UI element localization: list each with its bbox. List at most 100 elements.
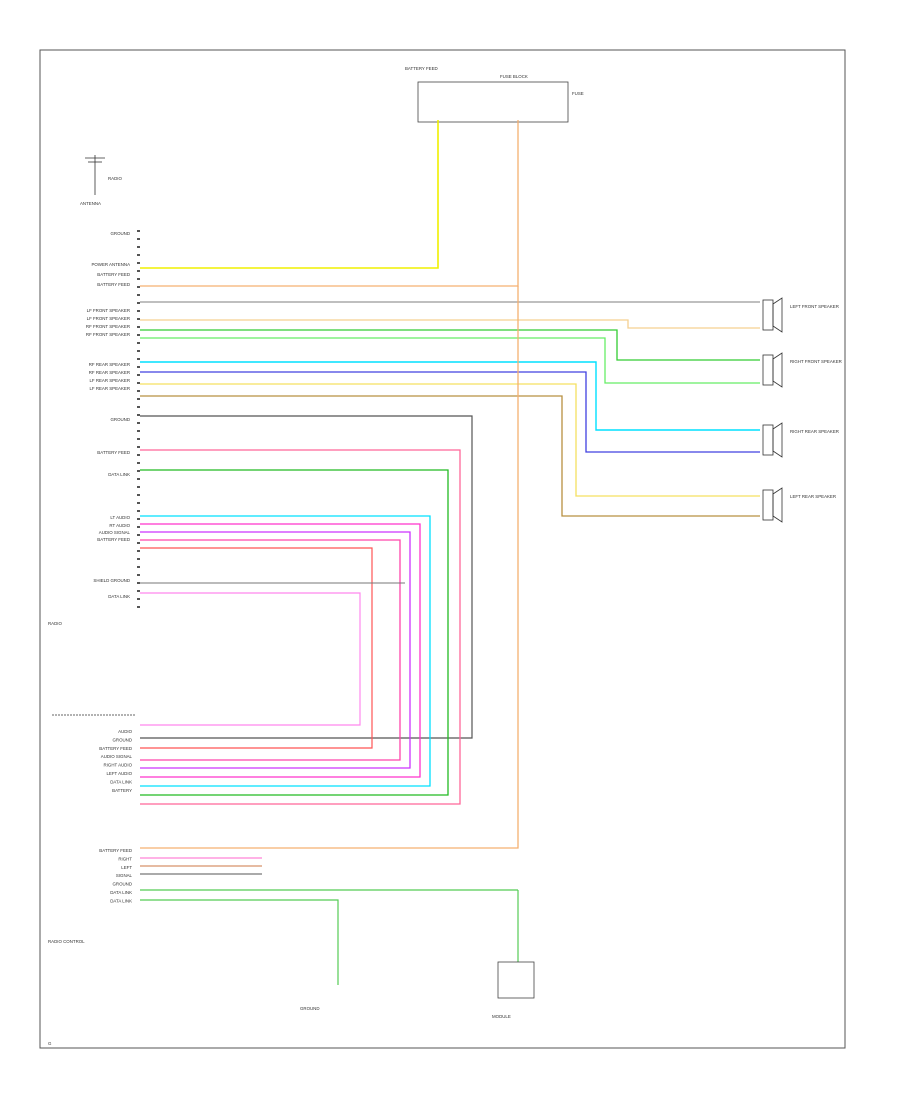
- radio-pin-label: DATA LINK: [108, 594, 130, 599]
- connector-pin: [137, 342, 140, 344]
- wire: [140, 469, 449, 796]
- connector-pin: [137, 478, 140, 480]
- radio-pin-label: RF FRONT SPEAKER: [86, 324, 130, 329]
- lower-pin-label: BATTERY FEED: [99, 746, 132, 751]
- connector-pin: [137, 470, 140, 472]
- radio-pin-label: LF REAR SPEAKER: [89, 378, 130, 383]
- connector-pin: [137, 558, 140, 560]
- connector-pin: [137, 262, 140, 264]
- connector-pin: [137, 390, 140, 392]
- connector-pin: [137, 510, 140, 512]
- wire: [140, 337, 760, 384]
- connector-pin: [137, 230, 140, 232]
- wire: [140, 415, 473, 739]
- speaker-label: RIGHT FRONT SPEAKER: [790, 359, 842, 364]
- connector-pin: [137, 406, 140, 408]
- footer-code: G: [48, 1041, 52, 1046]
- radio-pin-label: BATTERY FEED: [97, 272, 130, 277]
- wire: [140, 120, 439, 269]
- speaker-label: LEFT REAR SPEAKER: [790, 494, 836, 499]
- connector-pin: [137, 382, 140, 384]
- wire: [140, 547, 373, 749]
- connector-pin: [137, 310, 140, 312]
- radio-pin-label: BATTERY FEED: [97, 537, 130, 542]
- connector-pin: [137, 454, 140, 456]
- bottom-pin-label: BATTERY FEED: [99, 848, 132, 853]
- connector-pin: [137, 366, 140, 368]
- fuse-block-title: BATTERY FEED: [405, 66, 438, 71]
- wire: [140, 286, 519, 849]
- connector-pin: [137, 398, 140, 400]
- speaker-label: RIGHT REAR SPEAKER: [790, 429, 839, 434]
- connector-pin: [137, 542, 140, 544]
- bottom-ground-box: [497, 961, 535, 999]
- antenna-icon: [85, 155, 105, 195]
- lower-pin-label: AUDIO: [118, 729, 132, 734]
- radio-pin-label: LF REAR SPEAKER: [89, 386, 130, 391]
- bottom-pin-label: DATA LINK: [110, 890, 132, 895]
- wire: [140, 319, 760, 329]
- wire: [140, 539, 401, 761]
- bottom-ground-label: GROUND: [300, 1006, 320, 1011]
- radio-pin-label: RF FRONT SPEAKER: [86, 332, 130, 337]
- connector-pin: [137, 446, 140, 448]
- radio-pin-label: LT AUDIO: [110, 515, 130, 520]
- wire: [140, 120, 519, 287]
- bottom-pin-label: RIGHT: [118, 856, 132, 861]
- connector-pin: [137, 550, 140, 552]
- connector-pin: [137, 374, 140, 376]
- wire: [140, 329, 760, 361]
- radio-pin-label: POWER ANTENNA: [91, 262, 130, 267]
- connector-pin: [137, 438, 140, 440]
- radio-caption: RADIO: [48, 621, 62, 626]
- diagram-frame: [39, 49, 846, 1049]
- wire: [140, 899, 339, 985]
- connector-pin: [137, 270, 140, 272]
- lower-pin-label: RIGHT AUDIO: [104, 763, 133, 768]
- connector-pin: [137, 238, 140, 240]
- antenna-label: ANTENNA: [80, 201, 101, 206]
- connector-pin: [137, 606, 140, 608]
- connector-pin: [137, 302, 140, 304]
- radio-pin-label: BATTERY FEED: [97, 450, 130, 455]
- connector-pin: [137, 526, 140, 528]
- antenna-sublabel: RADIO: [108, 176, 122, 181]
- lower-pin-label: LEFT AUDIO: [106, 771, 132, 776]
- connector-pin: [137, 246, 140, 248]
- connector-pin: [137, 422, 140, 424]
- speaker-group: LEFT FRONT SPEAKER RIGHT FRONT SPEAKER RIG…: [762, 297, 842, 523]
- wire: [140, 515, 431, 787]
- connector-pin: [137, 494, 140, 496]
- bottom-pin-label: DATA LINK: [110, 898, 132, 903]
- radio-pin-label: RF REAR SPEAKER: [89, 362, 130, 367]
- bottom-caption: RADIO CONTROL: [48, 939, 85, 944]
- wire: [140, 523, 421, 778]
- connector-pin: [137, 326, 140, 328]
- bottom-pin-label: LEFT: [121, 865, 132, 870]
- connector-pin: [137, 486, 140, 488]
- connector-pin: [137, 334, 140, 336]
- wire-harness: [137, 120, 760, 985]
- lower-pin-label: AUDIO SIGNAL: [101, 754, 133, 759]
- connector-pin: [137, 430, 140, 432]
- radio-pin-label: LF FRONT SPEAKER: [87, 308, 130, 313]
- connector-pin: [137, 582, 140, 584]
- connector-pin: [137, 574, 140, 576]
- connector-pin: [137, 598, 140, 600]
- bottom-pin-label: SIGNAL: [116, 873, 133, 878]
- speaker-label: LEFT FRONT SPEAKER: [790, 304, 839, 309]
- connector-pin: [137, 294, 140, 296]
- connector-pin: [137, 566, 140, 568]
- connector-pin: [137, 502, 140, 504]
- wire: [140, 371, 760, 453]
- connector-pin: [137, 534, 140, 536]
- connector-pin: [137, 278, 140, 280]
- wire: [140, 531, 411, 769]
- speaker-icon: [762, 422, 783, 458]
- connector-pin: [137, 590, 140, 592]
- speaker-icon: [762, 487, 783, 523]
